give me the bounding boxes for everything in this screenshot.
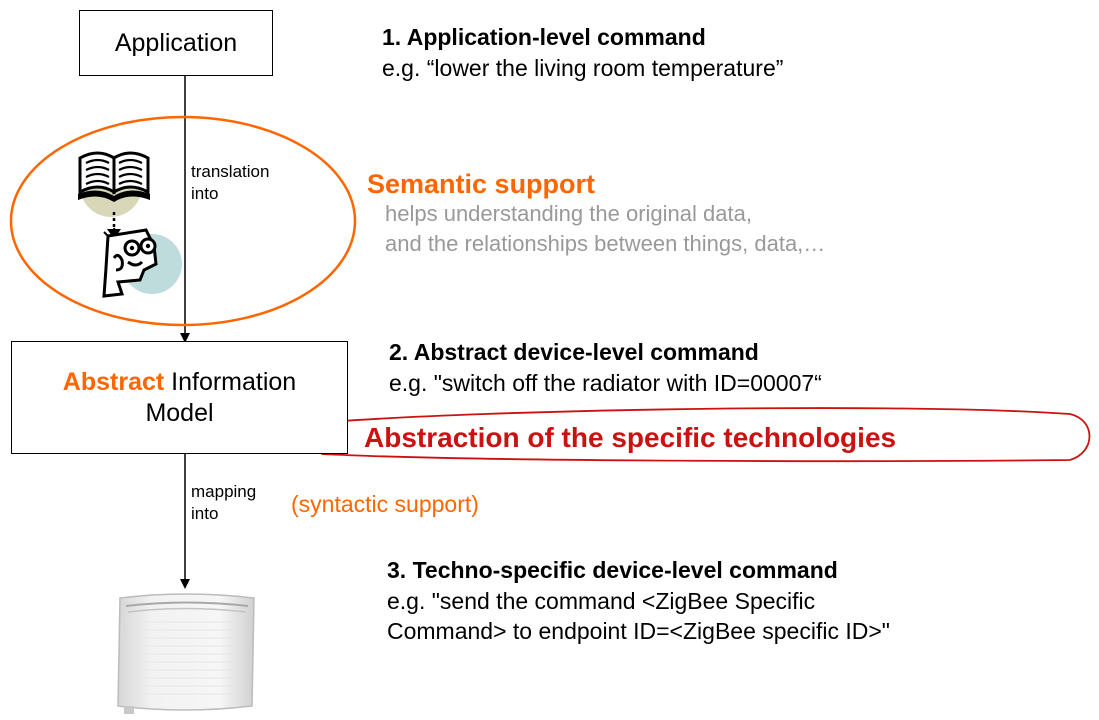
semantic-ellipse	[9, 115, 357, 327]
syntactic-support-label: (syntactic support)	[291, 491, 479, 517]
command-2: 2. Abstract device-level command e.g. "s…	[389, 339, 822, 398]
command-2-title: 2. Abstract device-level command	[389, 339, 759, 365]
mapping-label-line2: into	[191, 504, 219, 523]
mapping-label: mapping into	[191, 481, 256, 525]
command-3-example-line2: Command> to endpoint ID=<ZigBee specific…	[387, 618, 890, 644]
command-1: 1. Application-level command e.g. “lower…	[382, 24, 783, 83]
model-line2: Model	[145, 399, 214, 427]
command-1-example: e.g. “lower the living room temperature”	[382, 55, 784, 81]
abstract-information-model-node: Abstract Information Model	[11, 341, 348, 454]
abstract-highlight: Abstract	[62, 368, 165, 396]
translation-label-line2: into	[191, 184, 219, 203]
radiator-icon	[117, 593, 255, 714]
semantic-support-title: Semantic support	[367, 169, 596, 199]
translation-label: translation into	[191, 161, 269, 205]
command-1-title: 1. Application-level command	[382, 24, 706, 50]
semantic-support-description: helps understanding the original data, a…	[385, 199, 825, 259]
translation-label-line1: translation	[191, 162, 270, 181]
command-3-example-line1: e.g. "send the command <ZigBee Specific	[387, 588, 816, 614]
abstraction-callout	[319, 407, 1091, 463]
thinking-face-icon	[102, 227, 182, 298]
application-node: Application	[79, 10, 273, 76]
semantic-desc-line1: helps understanding the original data,	[385, 201, 752, 226]
mapping-label-line1: mapping	[191, 482, 257, 501]
command-2-example: e.g. "switch off the radiator with ID=00…	[389, 370, 822, 396]
model-line1-rest: Information	[164, 368, 297, 396]
command-3: 3. Techno-specific device-level command …	[387, 557, 890, 646]
application-label: Application	[114, 28, 238, 57]
abstraction-callout-text: Abstraction of the specific technologies	[364, 422, 897, 453]
book-icon	[78, 151, 150, 217]
command-3-title: 3. Techno-specific device-level command	[387, 557, 838, 583]
semantic-desc-line2: and the relationships between things, da…	[385, 231, 826, 256]
